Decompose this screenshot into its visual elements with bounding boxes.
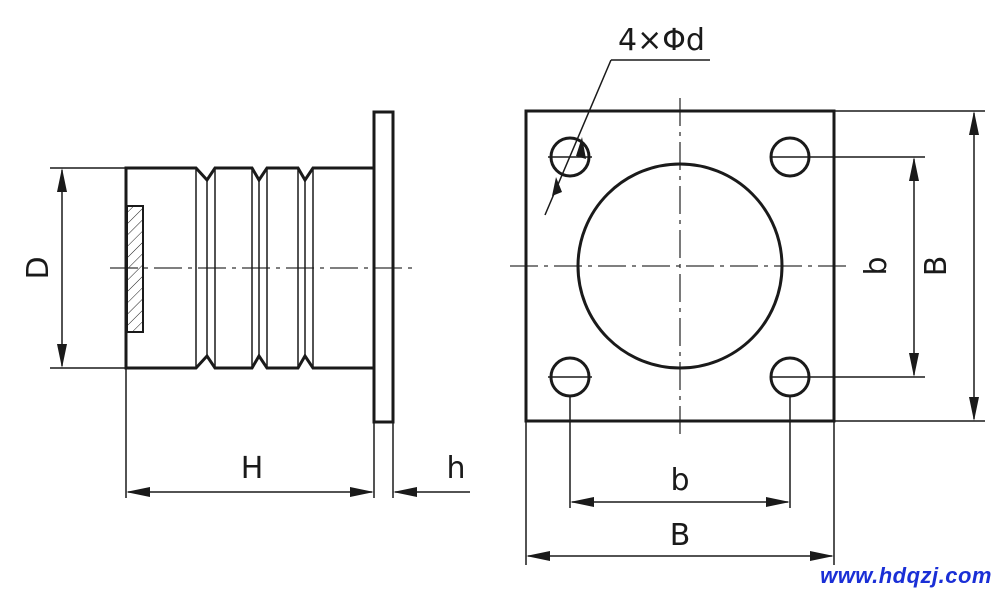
side-view: D H h bbox=[21, 110, 470, 498]
arrowhead bbox=[126, 487, 150, 497]
arrowhead bbox=[57, 168, 67, 192]
label-H: H bbox=[241, 451, 264, 486]
arrowhead bbox=[526, 551, 550, 561]
arrowhead bbox=[576, 137, 586, 159]
arrowhead bbox=[909, 353, 919, 377]
label-holes: 4×Φd bbox=[618, 23, 705, 58]
watermark-url: www.hdqzj.com bbox=[820, 563, 992, 588]
flange-plate bbox=[372, 110, 395, 424]
hatched-insert bbox=[126, 205, 144, 333]
label-h: h bbox=[446, 451, 465, 486]
arrowhead bbox=[969, 111, 979, 135]
square-plate bbox=[524, 109, 836, 423]
label-D: D bbox=[21, 256, 56, 279]
top-view: 4×Φd b B b B bbox=[510, 23, 985, 565]
label-b-horizontal: b bbox=[670, 463, 689, 498]
arrowhead bbox=[552, 177, 562, 196]
arrowhead bbox=[969, 397, 979, 421]
arrowhead bbox=[350, 487, 374, 497]
arrowhead bbox=[810, 551, 834, 561]
arrowhead bbox=[766, 497, 790, 507]
arrowhead bbox=[393, 487, 417, 497]
arrowhead bbox=[57, 344, 67, 368]
arrowhead bbox=[909, 157, 919, 181]
label-b-vertical: b bbox=[859, 256, 894, 275]
label-B-vertical: B bbox=[919, 256, 954, 277]
label-B-horizontal: B bbox=[670, 518, 691, 553]
arrowhead bbox=[570, 497, 594, 507]
center-bore bbox=[576, 162, 784, 370]
